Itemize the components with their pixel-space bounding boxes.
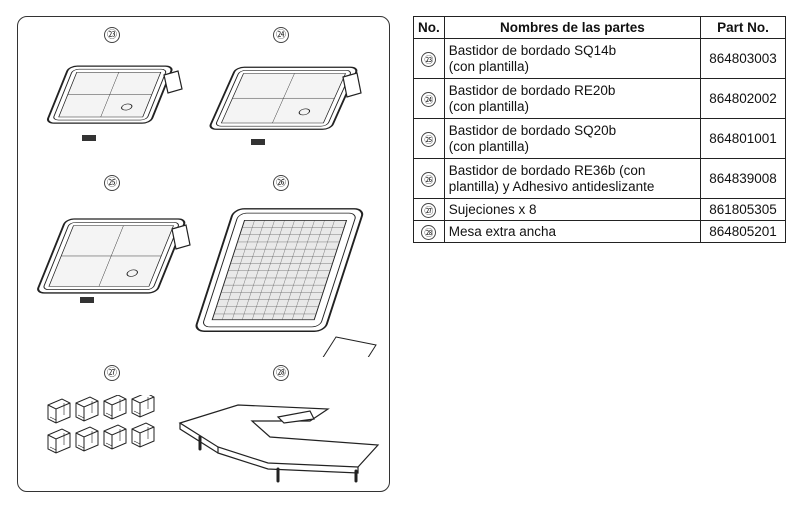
part-number: 864801001: [700, 118, 786, 159]
part-name: Mesa extra ancha: [443, 220, 702, 243]
item-marker-24: ㉔: [273, 27, 289, 43]
parts-table: No. Nombres de las partes Part No. ㉓ Bas…: [413, 16, 786, 243]
item-marker-28: ㉘: [273, 365, 289, 381]
row-number: ㉖: [421, 171, 437, 187]
item-marker-27: ㉗: [104, 365, 120, 381]
row-number: ㉔: [421, 91, 437, 107]
clamps-image: [47, 395, 155, 454]
row-number: ㉓: [421, 51, 437, 67]
item-marker-25: ㉕: [104, 175, 120, 191]
part-number: 861805305: [700, 198, 786, 221]
part-number: 864802002: [700, 78, 786, 119]
table-row: ㉘ Mesa extra ancha 864805201: [413, 220, 786, 243]
part-name: Bastidor de bordado RE20b(con plantilla): [443, 78, 702, 119]
table-row: ㉗ Sujeciones x 8 861805305: [413, 198, 786, 221]
part-number: 864805201: [700, 220, 786, 243]
table-row: ㉔ Bastidor de bordado RE20b(con plantill…: [413, 78, 786, 119]
embroidery-frame-sq20b-image: [37, 218, 191, 303]
embroidery-frame-sq14b-image: [46, 65, 183, 141]
column-header-no: No.: [413, 16, 445, 39]
part-number: 864803003: [700, 38, 786, 79]
column-header-name: Nombres de las partes: [443, 16, 702, 39]
part-name: Bastidor de bordado SQ14b(con plantilla): [443, 38, 702, 79]
table-row: ㉕ Bastidor de bordado SQ20b(con plantill…: [413, 118, 786, 159]
row-number: ㉘: [421, 224, 437, 240]
item-marker-26: ㉖: [273, 175, 289, 191]
part-name: Sujeciones x 8: [443, 198, 702, 221]
row-number: ㉗: [421, 202, 437, 218]
wide-table-image: [178, 404, 380, 483]
part-number: 864839008: [700, 158, 786, 199]
item-marker-23: ㉓: [104, 27, 120, 43]
table-row: ㉓ Bastidor de bordado SQ14b(con plantill…: [413, 38, 786, 79]
row-number: ㉕: [421, 131, 437, 147]
embroidery-frame-re36b-image: [195, 208, 377, 357]
part-name: Bastidor de bordado SQ20b(con plantilla): [443, 118, 702, 159]
embroidery-frame-re20b-image: [209, 66, 362, 145]
parts-illustration-panel: ㉓ ㉔ ㉕: [17, 16, 390, 492]
column-header-part: Part No.: [700, 16, 786, 39]
